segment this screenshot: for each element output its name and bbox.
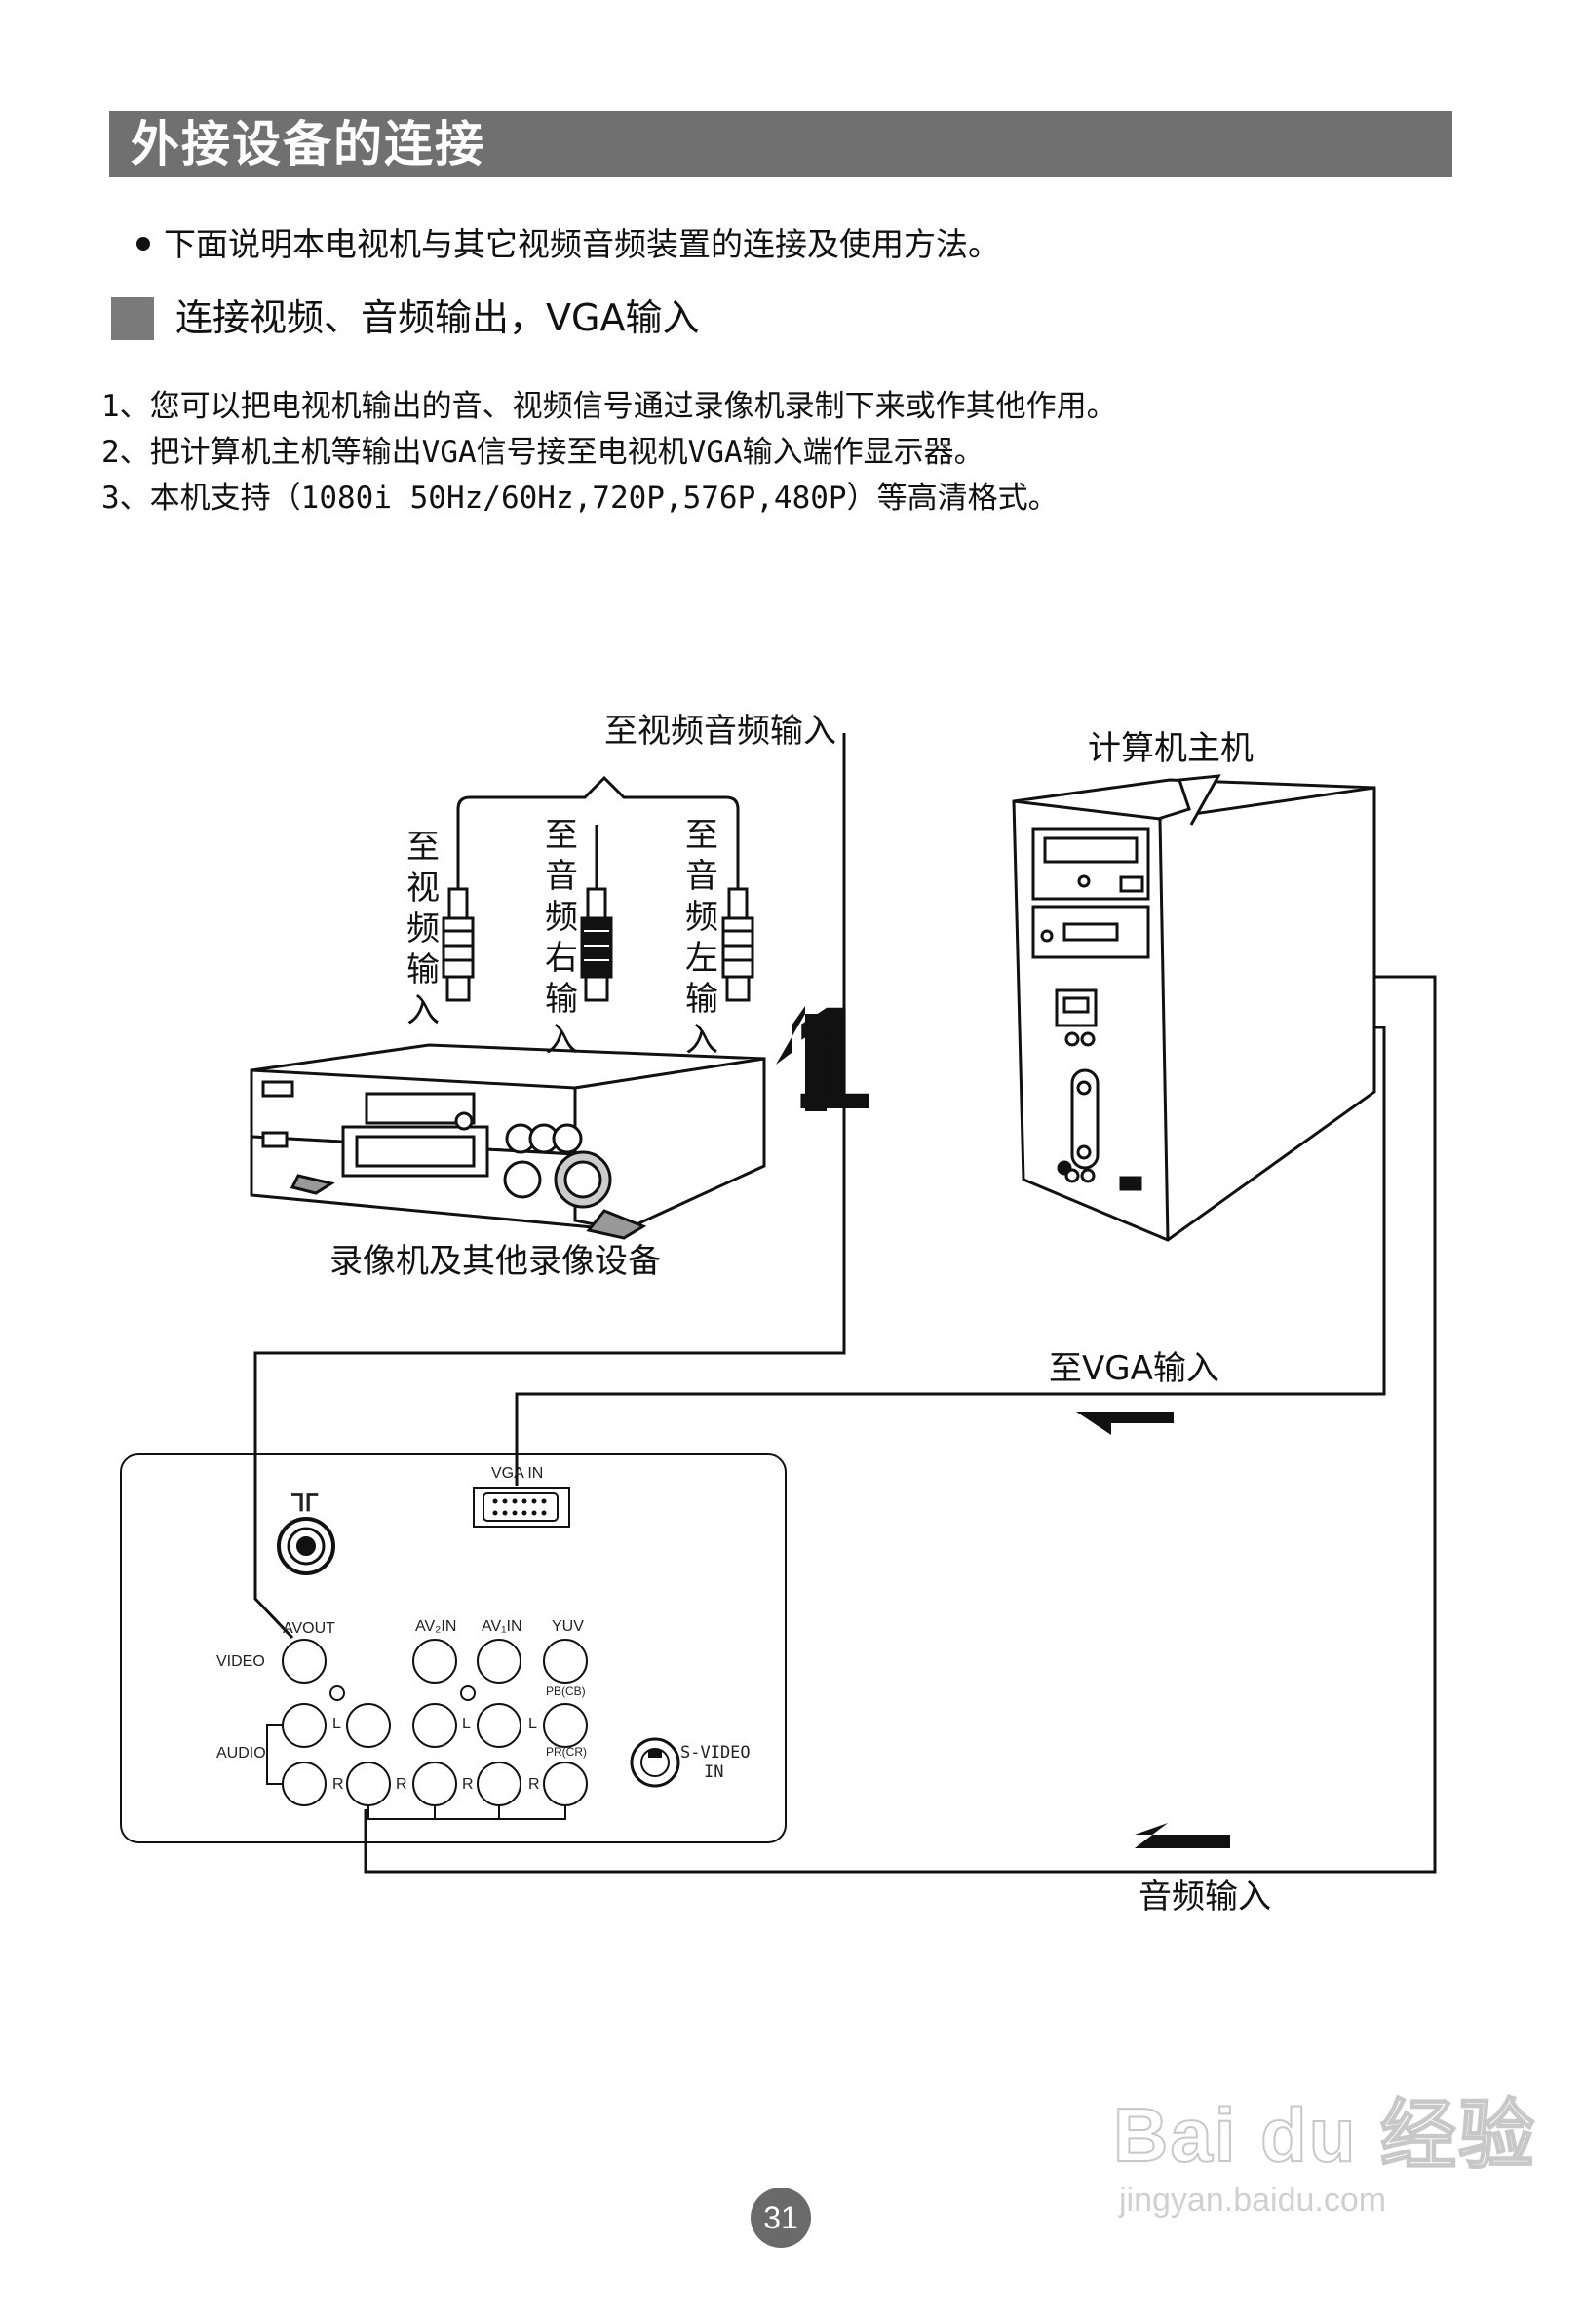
step-item: 1、您可以把电视机输出的音、视频信号通过录像机录制下来或作其他作用。 xyxy=(101,389,1117,424)
video-label: VIDEO xyxy=(216,1653,265,1670)
computer-label: 计算机主机 xyxy=(1088,729,1254,768)
tv-rear-panel xyxy=(120,1453,787,1843)
plug-bracket xyxy=(456,775,740,848)
avout-label: AVOUT xyxy=(283,1620,335,1637)
pb-label: PB(CB) xyxy=(546,1685,586,1698)
svideo-label: S-VIDEO xyxy=(680,1743,751,1762)
svideo-in-label: IN xyxy=(704,1762,724,1782)
rca-plug-video xyxy=(442,887,475,1002)
page-title: 外接设备的连接 xyxy=(109,111,1452,177)
section-title: 连接视频、音频输出，VGA输入 xyxy=(175,296,700,339)
plug-right-label: 至音频右输入 xyxy=(545,816,578,1060)
av2in-label: AV₂IN xyxy=(415,1618,457,1635)
vcr-label: 录像机及其他录像设备 xyxy=(329,1242,661,1281)
vga-input-label: 至VGA输入 xyxy=(1049,1349,1219,1388)
rca-plug-right xyxy=(580,887,613,1002)
jack-l-label: L xyxy=(332,1716,341,1732)
rca-plug-left xyxy=(721,887,754,1002)
bullet-icon xyxy=(136,236,150,251)
step-number-graphic xyxy=(776,1006,827,1111)
section-marker-icon xyxy=(111,297,154,340)
vcr-device xyxy=(250,1043,766,1240)
page-number: 31 xyxy=(751,2188,811,2248)
vga-cable-line xyxy=(515,1026,1386,1486)
audio-label: AUDIO xyxy=(216,1745,266,1762)
audio-cable-line xyxy=(364,975,1437,1874)
watermark-url: jingyan.baidu.com xyxy=(1119,2182,1387,2219)
audio-arrow-icon xyxy=(1135,1823,1230,1848)
av1in-label: AV₁IN xyxy=(482,1618,522,1635)
step-item: 2、把计算机主机等输出VGA信号接至电视机VGA输入端作显示器。 xyxy=(101,435,985,470)
jack-l-label: L xyxy=(462,1716,471,1732)
audio-input-label: 音频输入 xyxy=(1139,1878,1271,1917)
antenna-icon: ᒣᒥ xyxy=(290,1491,319,1517)
plug-left-label: 至音频左输入 xyxy=(685,816,718,1060)
steps-list: 1、您可以把电视机输出的音、视频信号通过录像机录制下来或作其他作用。 2、把计算… xyxy=(101,384,1117,522)
step-item: 3、本机支持（1080i 50Hz/60Hz,720P,576P,480P）等高… xyxy=(101,481,1059,516)
av-cable-line xyxy=(253,733,846,1640)
vga-in-label: VGA IN xyxy=(491,1465,544,1482)
vga-arrow-icon xyxy=(1076,1412,1174,1435)
jack-r-label: R xyxy=(396,1776,407,1793)
av-input-label: 至视频音频输入 xyxy=(604,712,836,751)
computer-tower xyxy=(1012,774,1376,1242)
intro-text: 下面说明本电视机与其它视频音频装置的连接及使用方法。 xyxy=(136,220,1000,269)
jack-r-label: R xyxy=(528,1776,540,1793)
jack-r-label: R xyxy=(462,1776,474,1793)
pr-label: PR(CR) xyxy=(546,1745,587,1759)
plug-video-label: 至视频输入 xyxy=(406,828,440,1030)
jack-l-label: L xyxy=(528,1716,537,1732)
yuv-label: YUV xyxy=(552,1618,584,1635)
step-number: 1 xyxy=(792,976,873,1140)
jack-r-label: R xyxy=(332,1776,344,1793)
watermark-logo: Bai du 经验 xyxy=(1112,2091,1537,2179)
